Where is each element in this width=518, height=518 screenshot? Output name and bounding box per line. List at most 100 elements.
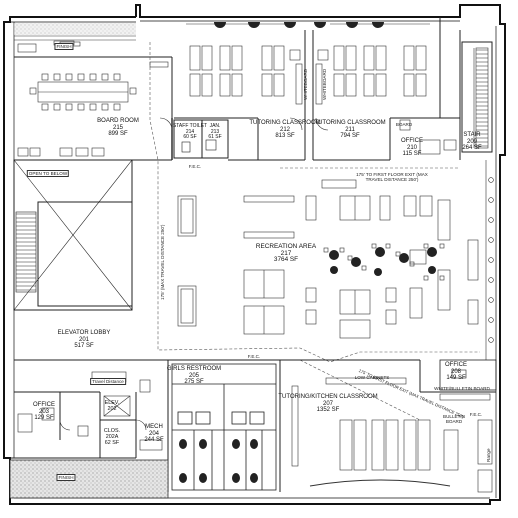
note-bulletin-board: BULLETIN BOARD (443, 414, 465, 424)
room-name: TUTORING CLASSROOM (314, 120, 386, 126)
room-area: 244 SF (144, 437, 164, 444)
room-label-recreation: RECREATION AREA 217 3764 SF (255, 243, 317, 264)
stair-209 (461, 41, 493, 153)
room-area: 62 SF (104, 440, 120, 446)
room-name: MECH (145, 424, 163, 430)
girls-restroom (171, 363, 277, 491)
room-name: RECREATION AREA (255, 243, 317, 250)
room-label-stair-209: STAIR 209 264 SF (462, 132, 481, 152)
room-number: 202A (105, 434, 119, 440)
room-label-tutoring-211: TUTORING CLASSROOM 211 794 SF (314, 120, 385, 140)
room-area: 60 SF (183, 134, 197, 141)
room-area: 115 SF (402, 151, 422, 158)
note-travel-distance: Travel Distance (90, 378, 126, 385)
room-area: 3764 SF (273, 256, 299, 264)
room-name: TUTORING/KITCHEN CLASSROOM (278, 394, 378, 400)
room-number: 211 (345, 126, 355, 133)
recreation-furniture (177, 179, 479, 339)
room-name: STAFF TOILET (172, 123, 208, 129)
note-fec-2: F.E.C. (247, 354, 261, 359)
room-area: 899 SF (108, 131, 128, 138)
tutoring-rooms-north (174, 17, 461, 161)
room-number: 208 (450, 368, 461, 375)
board-room (14, 56, 173, 161)
note-white-bulletin-board: WHITE/BULLETIN BOARD (434, 386, 490, 391)
office-208 (439, 359, 497, 391)
note-fec-3: F.E.C. (469, 412, 483, 417)
room-label-girls-restroom: GIRLS RESTROOM 205 275 SF (167, 366, 221, 386)
room-area: 129 SF (34, 415, 54, 422)
room-number: 209 (466, 138, 478, 145)
kitchen-classroom (291, 377, 493, 493)
restroom-fixtures (179, 439, 258, 483)
south-walls (10, 359, 496, 492)
note-first-floor-exit-text: 175' TO FIRST FLOOR EXIT (MAX TRAVEL DIS… (356, 172, 428, 182)
note-fec-1: F.E.C. (188, 164, 202, 169)
south-terrace (9, 459, 169, 499)
room-area: 794 SF (340, 133, 360, 140)
note-low-cabinets: LOW CABINETS (354, 375, 390, 380)
room-name: OFFICE (445, 362, 467, 368)
room-number: 214 (185, 128, 195, 135)
room-name: OFFICE (401, 138, 423, 144)
egress-path (149, 42, 480, 421)
room-label-tutoring-kitchen: TUTORING/KITCHEN CLASSROOM 207 1352 SF (278, 394, 377, 414)
room-number: 215 (112, 124, 124, 131)
room-label-office-208: OFFICE 208 149 SF (445, 362, 467, 382)
note-whiteboard-2: WHITEBOARD (322, 68, 327, 100)
note-range: Range (486, 448, 491, 462)
note-whiteboard: WHITEBOARD (303, 68, 308, 100)
room-number: 204 (148, 430, 160, 437)
room-label-office-210: OFFICE 210 115 SF (401, 138, 423, 158)
room-number: 205 (188, 372, 199, 379)
east-window-wall (485, 160, 494, 360)
room-area: 264 SF (462, 145, 482, 152)
room-label-office-203: OFFICE 203 129 SF (33, 402, 55, 422)
note-first-floor-exit: 175' TO FIRST FLOOR EXIT (MAX TRAVEL DIS… (354, 172, 430, 182)
room-label-elevator-lobby: ELEVATOR LOBBY 201 517 SF (58, 330, 111, 350)
room-label-clos: CLOS. 202A 62 SF (104, 428, 120, 446)
board-room-furniture (17, 41, 173, 157)
room-name: BOARD ROOM (97, 118, 139, 124)
room-name: STAIR (463, 132, 481, 138)
note-travel-distance-left: 175' (MAX TRAVEL DISTANCE 250') (160, 224, 165, 300)
room-name: TUTORING CLASSROOM (249, 120, 321, 126)
room-number: 207 (322, 400, 334, 407)
room-label-staff-toilet: STAFF TOILET 214 60 SF (172, 123, 208, 141)
room-name: CLOS. (103, 428, 121, 434)
room-area: 149 SF (446, 375, 466, 382)
room-name: ELEV. (104, 400, 120, 406)
recreation-chairs (323, 243, 445, 281)
note-finish-south: FINISH (56, 474, 76, 481)
open-to-below (13, 159, 133, 311)
room-number: 210 (406, 144, 417, 151)
room-number: 212 (279, 126, 291, 133)
inner-wall-band (10, 20, 497, 499)
note-open-to-below: OPEN TO BELOW (26, 170, 70, 177)
note-board: BOARD (395, 122, 413, 127)
room-number: 201 (78, 336, 89, 343)
north-balcony (14, 35, 136, 46)
room-number: 213 (210, 128, 220, 135)
room-area: 61 SF (208, 134, 222, 141)
exterior-walls (3, 4, 506, 505)
room-label-board-room: BOARD ROOM 215 899 SF (97, 118, 139, 138)
south-furniture (17, 371, 163, 451)
room-label-jan: JAN. 213 61 SF (208, 123, 222, 141)
staff-toilet-jan (173, 119, 229, 159)
room-area: 517 SF (74, 343, 94, 350)
room-name: ELEVATOR LOBBY (57, 330, 111, 336)
room-number: 217 (280, 249, 292, 257)
room-label-elev: ELEV. 202 (105, 400, 120, 412)
room-name: JAN. (209, 123, 221, 129)
room-number: 203 (38, 408, 49, 415)
room-label-tutoring-212: TUTORING CLASSROOM 212 813 SF (249, 120, 320, 140)
recreation-tables (329, 247, 437, 276)
ceiling-fixtures (214, 22, 384, 28)
note-finish-north: FINISH (54, 43, 74, 50)
room-number: 202 (107, 406, 117, 412)
room-area: 1352 SF (316, 407, 340, 414)
room-name: OFFICE (33, 402, 55, 408)
room-area: 275 SF (184, 379, 204, 386)
